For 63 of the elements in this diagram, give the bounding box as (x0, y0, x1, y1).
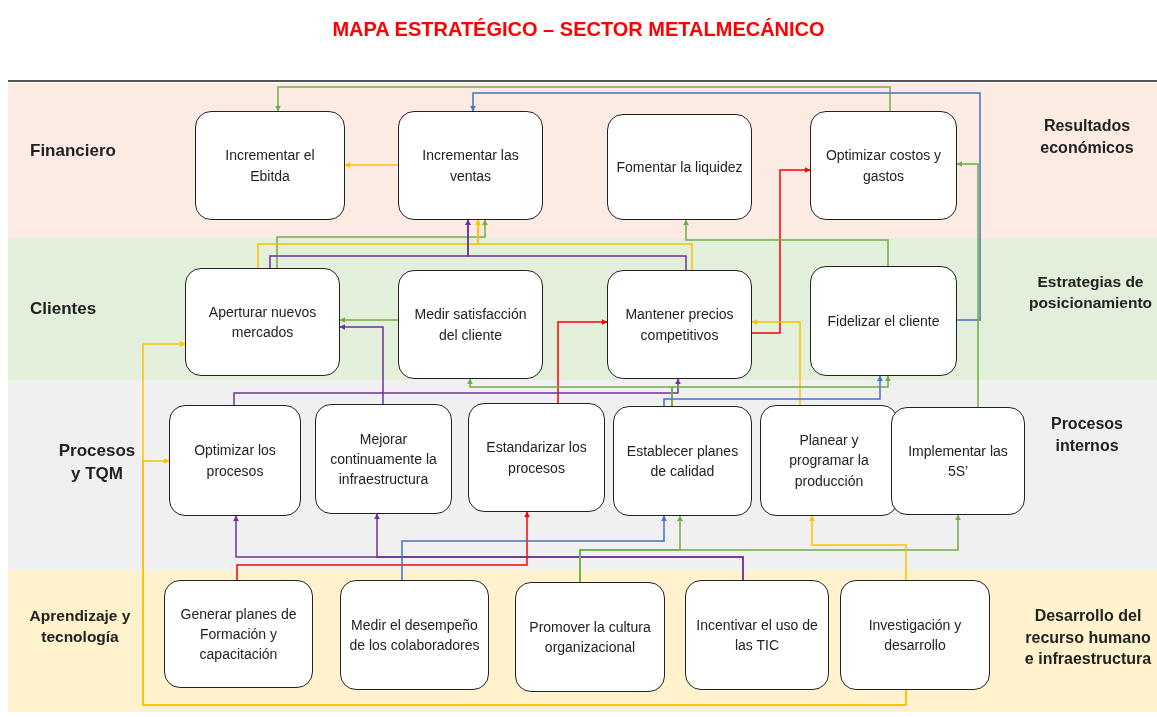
objective-box (607, 270, 752, 379)
objective-box (185, 268, 340, 376)
objective-text: Fomentar la liquidez (616, 157, 743, 177)
objective-text: Incentivar el uso de las TIC (695, 615, 819, 655)
connector-arrow (233, 378, 681, 406)
objective-box (685, 580, 829, 690)
connector-arrow (956, 161, 979, 408)
connector-arrow (339, 324, 384, 405)
objective-box (315, 404, 452, 514)
objective-text: Optimizar costos y gastos (824, 146, 943, 186)
objective-text: Promover la cultura organizacional (528, 617, 652, 657)
perspective-label: Procesos y TQM (57, 440, 137, 485)
perspective-label: Aprendizaje y tecnología (28, 606, 132, 647)
connector-arrow (557, 319, 608, 404)
connector-arrow (751, 167, 811, 334)
perspective-label: Financiero (30, 140, 116, 162)
perspective-result-label: Resultados económicos (1039, 116, 1135, 158)
connector-arrow (683, 219, 889, 267)
connector-arrow (236, 511, 530, 581)
connector-arrow (579, 514, 961, 583)
title: MAPA ESTRATÉGICO – SECTOR METALMECÁNICO (331, 18, 826, 41)
connector-arrow (142, 458, 907, 706)
objective-text: Mejorar continuamente la infraestructura (329, 429, 438, 490)
connector-arrow (344, 162, 399, 168)
connector-arrow (401, 515, 667, 581)
perspective-result-label: Estrategias de posicionamiento (1027, 272, 1154, 313)
objective-text: Establecer planes de calidad (625, 441, 740, 481)
objective-text: Incrementar el Ebitda (224, 146, 316, 186)
connector-arrow (751, 319, 801, 406)
objective-text: Medir el desempeño de los colaboradores (349, 615, 480, 655)
objective-box (810, 111, 957, 220)
objective-box (840, 580, 990, 690)
objective-text: Incrementar las ventas (421, 146, 520, 186)
connector-arrow (275, 86, 891, 112)
objective-box (515, 582, 665, 692)
objective-box (613, 406, 752, 516)
objective-box (607, 114, 752, 220)
objective-text: Medir satisfacción del cliente (413, 305, 528, 345)
perspective-label: Clientes (30, 298, 97, 320)
objective-box (810, 266, 957, 376)
objective-text: Mantener precios competitivos (624, 305, 735, 345)
connector-arrow (339, 317, 399, 323)
objective-text: Generar planes de Formación y capacitación (179, 604, 298, 665)
objective-text: Fidelizar el cliente (827, 311, 940, 331)
objective-text: Aperturar nuevos mercados (207, 302, 318, 342)
objective-text: Investigación y desarrollo (867, 615, 963, 655)
objective-box (468, 403, 605, 512)
objective-box (340, 580, 489, 690)
objective-box (398, 270, 543, 379)
objective-text: Planear y programar la producción (788, 431, 870, 491)
objective-box (891, 407, 1025, 515)
objective-text: Implementar las 5S’ (907, 441, 1009, 481)
connector-arrow (809, 515, 907, 581)
perspective-result-label: Desarrollo del recurso humano e infraestructura (1023, 606, 1153, 670)
objective-box (195, 111, 345, 220)
connector-arrow (374, 513, 744, 581)
connector-arrow (470, 92, 981, 321)
objective-box (169, 405, 301, 516)
perspective-result-label: Procesos internos (1049, 414, 1124, 456)
objective-box (398, 111, 543, 220)
objective-box (164, 580, 313, 688)
objective-text: Optimizar los procesos (193, 441, 277, 481)
objective-text: Estandarizar los procesos (485, 438, 588, 478)
